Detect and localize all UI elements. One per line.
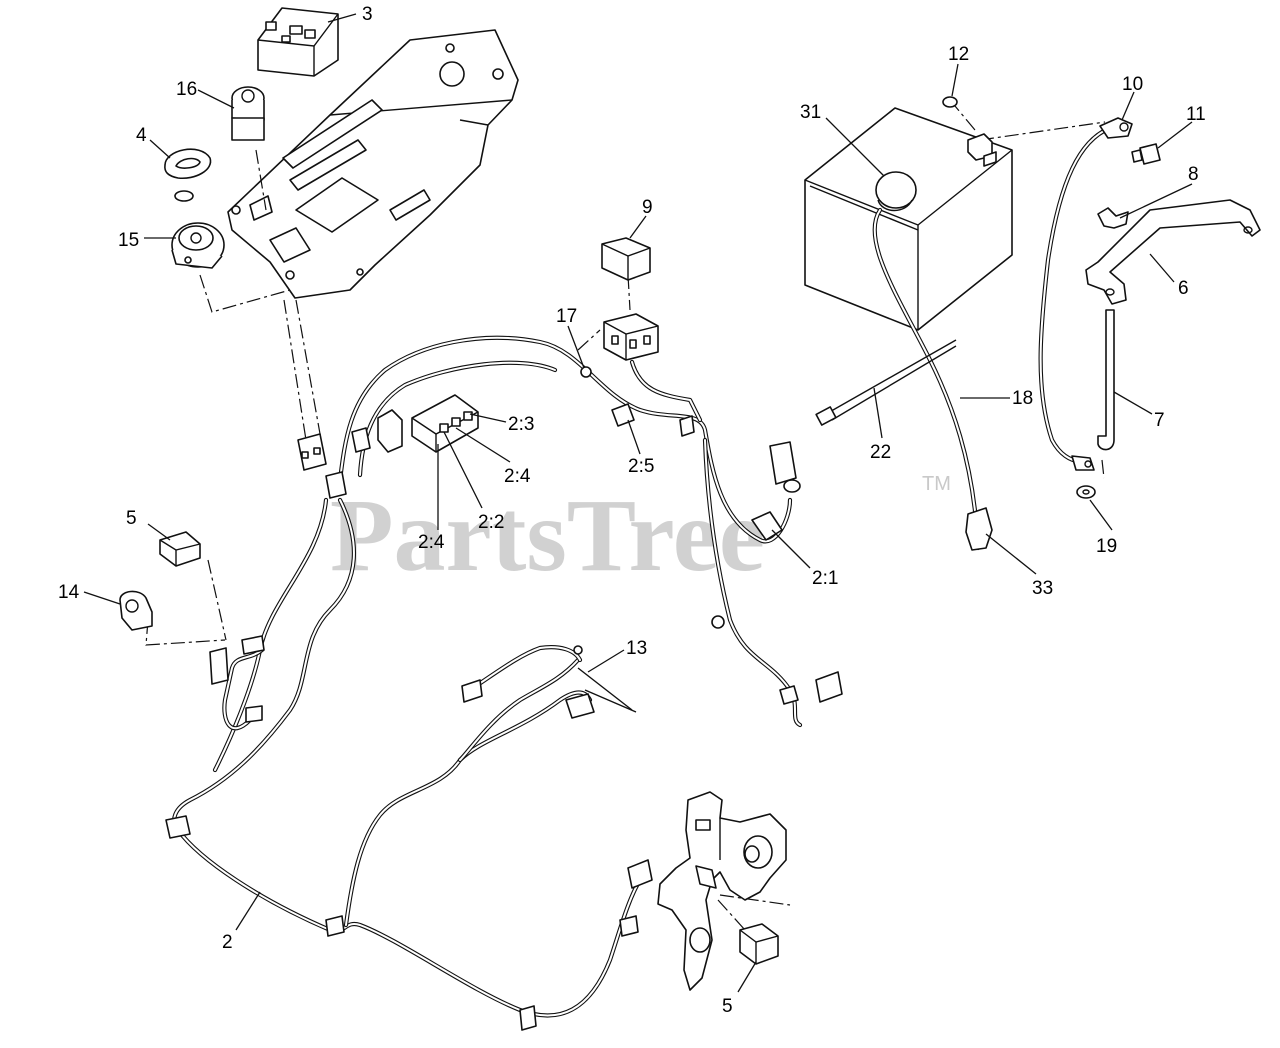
seat-switch [119,590,153,631]
callout-2-3: 2:3 [508,414,534,435]
callout-2-2: 2:2 [478,512,504,533]
callout-31: 31 [800,102,821,123]
callout-2-4-left: 2:4 [418,532,445,553]
safety-switch-bottom [739,923,779,965]
wing-nut [1097,207,1129,229]
callout-2-4-right: 2:4 [504,466,531,487]
positive-cable [872,171,993,551]
callout-10: 10 [1122,74,1143,95]
callout-8: 8 [1188,164,1199,185]
cable-tie-13 [577,667,633,711]
battery-bolt [1131,143,1161,165]
callout-33: 33 [1032,578,1053,599]
callout-11: 11 [1186,104,1206,125]
callout-2: 2 [222,932,233,953]
callout-4: 4 [136,125,147,146]
harness-connectors [165,237,843,1031]
brake-switch-bracket [657,791,787,991]
callout-16: 16 [176,79,197,100]
watermark-trademark: TM [922,473,951,495]
washer [1076,485,1096,499]
callout-12: 12 [948,44,969,65]
callout-22: 22 [870,442,891,463]
callout-leaders [83,13,1193,993]
ignition-switch [171,222,225,269]
callout-labels: 3 16 4 15 9 17 2:3 2:4 2:2 2:4 2:5 2:1 5… [58,4,1206,1017]
callout-14: 14 [58,582,80,603]
j-bolt [1097,309,1115,451]
callout-5-top: 5 [126,508,137,529]
callout-9: 9 [642,197,653,218]
callout-18: 18 [1012,388,1033,409]
negative-cable [1038,117,1133,471]
battery-hold-down [1085,199,1261,305]
knob-switch [231,86,265,141]
callout-3: 3 [362,4,373,25]
callout-17: 17 [556,306,577,327]
main-wire-harness [172,335,803,1018]
callout-6: 6 [1178,278,1189,299]
battery [804,96,1013,331]
safety-switch-top [159,531,201,567]
callout-19: 19 [1096,536,1117,557]
callout-15: 15 [118,230,139,251]
control-panel-bracket [227,29,519,299]
callout-7: 7 [1154,410,1165,431]
callout-13: 13 [626,638,647,659]
callout-2-5: 2:5 [628,456,654,477]
key-bezel [164,148,212,202]
callout-2-1: 2:1 [812,568,838,589]
watermark-brand: PartsTree [330,478,765,593]
callout-5-bottom: 5 [722,996,733,1017]
cable-tie-22 [815,339,957,426]
hour-meter-display-module [257,7,339,77]
